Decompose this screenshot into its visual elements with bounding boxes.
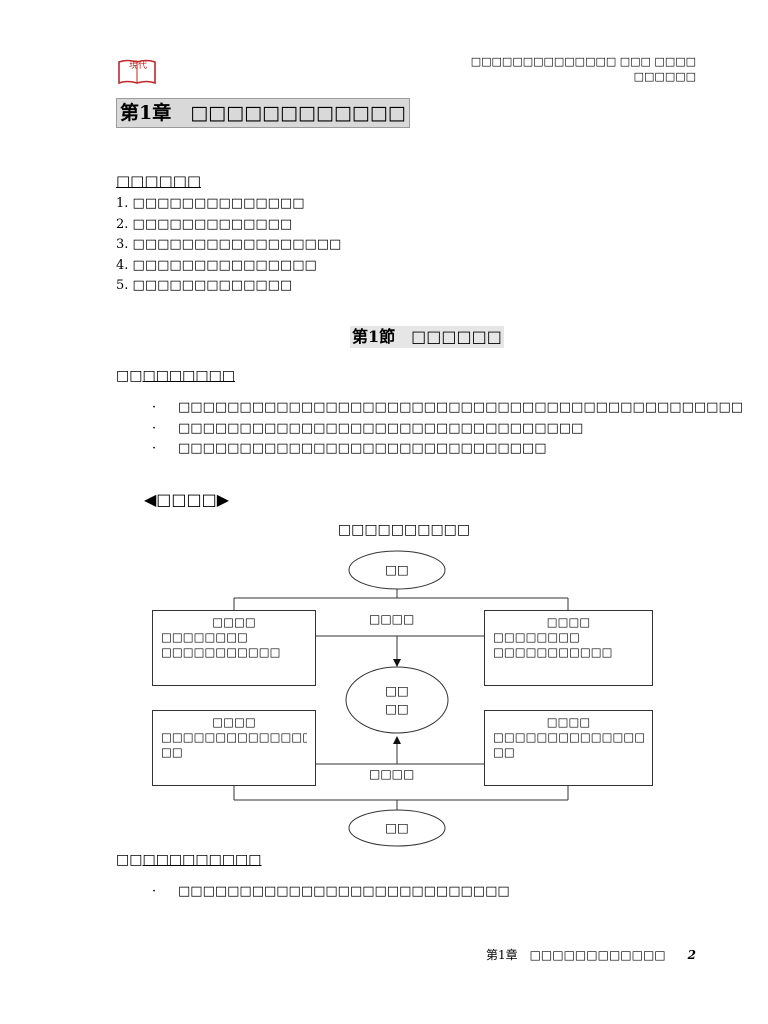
flow-diagram: □□□□□□□□□□ □□ □□ □□ □□ □□□□ □□□□ □□□□ □□…: [148, 518, 660, 852]
subsection-heading: □□□□□□□□□□□: [116, 852, 262, 868]
publisher-logo: 現代: [116, 58, 158, 86]
bullet-text: □□□□□□□□□□□□□□□□□□□□□□□□□□□□□□□□□□□□□□□□…: [178, 400, 744, 415]
header-line-2: □□□□□□: [633, 70, 696, 83]
bullet-icon: ·: [152, 400, 157, 415]
subsection-heading: □□□□□□□□□: [116, 368, 235, 384]
bullet-icon: ·: [152, 441, 157, 456]
list-item: 2. □□□□□□□□□□□□□: [116, 216, 293, 232]
list-item: · □□□□□□□□□□□□□□□□□□□□□□□□□□□: [152, 882, 510, 902]
diagram-box-bottom-right: □□□□ □□□□□□□□□□□□□□□□□□ □□: [484, 710, 653, 786]
diagram-box-top-left: □□□□ □□□□□□□□ □□□□□□□□□□□: [152, 610, 316, 686]
diagram-box-bottom-left: □□□□ □□□□□□□□□□□□□□□□□□ □□: [152, 710, 316, 786]
edge-label-bottom: □□□□: [367, 767, 417, 781]
bullet-text: □□□□□□□□□□□□□□□□□□□□□□□□□□□: [178, 884, 510, 899]
header-line-1: □□□□□□□□□□□□□□ □□□ □□□□: [470, 55, 696, 68]
page-number: 2: [687, 948, 696, 962]
bottom-oval-label: □□: [385, 820, 409, 835]
center-oval-shape: [345, 666, 449, 734]
edge-label-top: □□□□: [367, 612, 417, 626]
box-line: □□: [493, 745, 515, 759]
logo-text: 現代: [129, 61, 148, 71]
list-item: · □□□□□□□□□□□□□□□□□□□□□□□□□□□□□□: [152, 439, 743, 460]
diagram-label: ◀□□□□▶: [144, 490, 230, 509]
diagram-connectors: [233, 550, 569, 847]
box-line: □□□□□□□□□□□□□□□□□□: [493, 730, 644, 744]
chapter-title: 第1章 □□□□□□□□□□□□: [116, 98, 410, 128]
page-footer: 第1章 □□□□□□□□□□□□ 2: [486, 946, 696, 963]
subsection-prefix: □□: [116, 852, 143, 868]
book-logo-icon: [118, 59, 156, 85]
subsection-title: □□□□□□□□□: [142, 852, 262, 868]
box-line: □□: [161, 745, 183, 759]
list-item: 3. □□□□□□□□□□□□□□□□□: [116, 237, 342, 252]
box-line: □□□□□□□□□□□□□□□□□□: [161, 730, 307, 744]
box-line: □□□□□□□□□□□: [161, 645, 281, 659]
box-title: □□□□: [546, 615, 591, 629]
list-item: 5. □□□□□□□□□□□□□: [116, 278, 293, 293]
bullet-icon: ·: [152, 884, 157, 899]
bullet-list: ·□□□□□□□□□□□□□□□□□□□□□□□□□□□□□□□□□□□□□□□…: [152, 398, 743, 460]
running-header: □□□□□□□□□□□□□□ □□□ □□□□ □□□□□□: [471, 54, 696, 84]
center-oval-line: □□: [385, 683, 409, 698]
section-title: 第1節 □□□□□□: [350, 326, 504, 348]
center-oval-label: □□ □□: [346, 682, 448, 718]
list-item: 4. □□□□□□□□□□□□□□□: [116, 257, 317, 273]
box-line: □□□□□□□□: [161, 630, 248, 644]
objectives-list: 1. □□□□□□□□□□□□□□ 2. □□□□□□□□□□□□□ 3. □□…: [116, 194, 341, 297]
bullet-text: □□□□□□□□□□□□□□□□□□□□□□□□□□□□□□□□□: [178, 420, 584, 436]
center-oval-line: □□: [385, 701, 409, 716]
box-line: □□□□□□□□: [493, 630, 580, 644]
top-oval-label: □□: [385, 562, 409, 577]
diagram-box-top-right: □□□□ □□□□□□□□ □□□□□□□□□□□: [484, 610, 653, 686]
box-title: □□□□: [546, 715, 591, 729]
bottom-oval-shape: [348, 809, 446, 847]
bullet-list: · □□□□□□□□□□□□□□□□□□□□□□□□□□□: [152, 882, 510, 902]
footer-chapter: 第1章 □□□□□□□□□□□□: [485, 948, 666, 962]
list-item: · □□□□□□□□□□□□□□□□□□□□□□□□□□□□□□□□□□□□□□□…: [152, 398, 743, 419]
diagram-title: □□□□□□□□□□: [337, 522, 471, 538]
box-line: □□□□□□□□□□□: [493, 645, 613, 659]
objectives-heading: □□□□□□: [116, 172, 202, 190]
subsection-prefix: □□: [116, 368, 143, 384]
subsection-title: □□□□□□□: [142, 368, 236, 384]
list-item: · □□□□□□□□□□□□□□□□□□□□□□□□□□□□□□□□□: [152, 419, 743, 440]
bullet-text: □□□□□□□□□□□□□□□□□□□□□□□□□□□□□□: [178, 441, 547, 456]
box-title: □□□□: [212, 715, 256, 729]
bullet-icon: ·: [152, 420, 157, 436]
list-item: 1. □□□□□□□□□□□□□□: [116, 196, 305, 211]
box-title: □□□□: [212, 615, 256, 629]
